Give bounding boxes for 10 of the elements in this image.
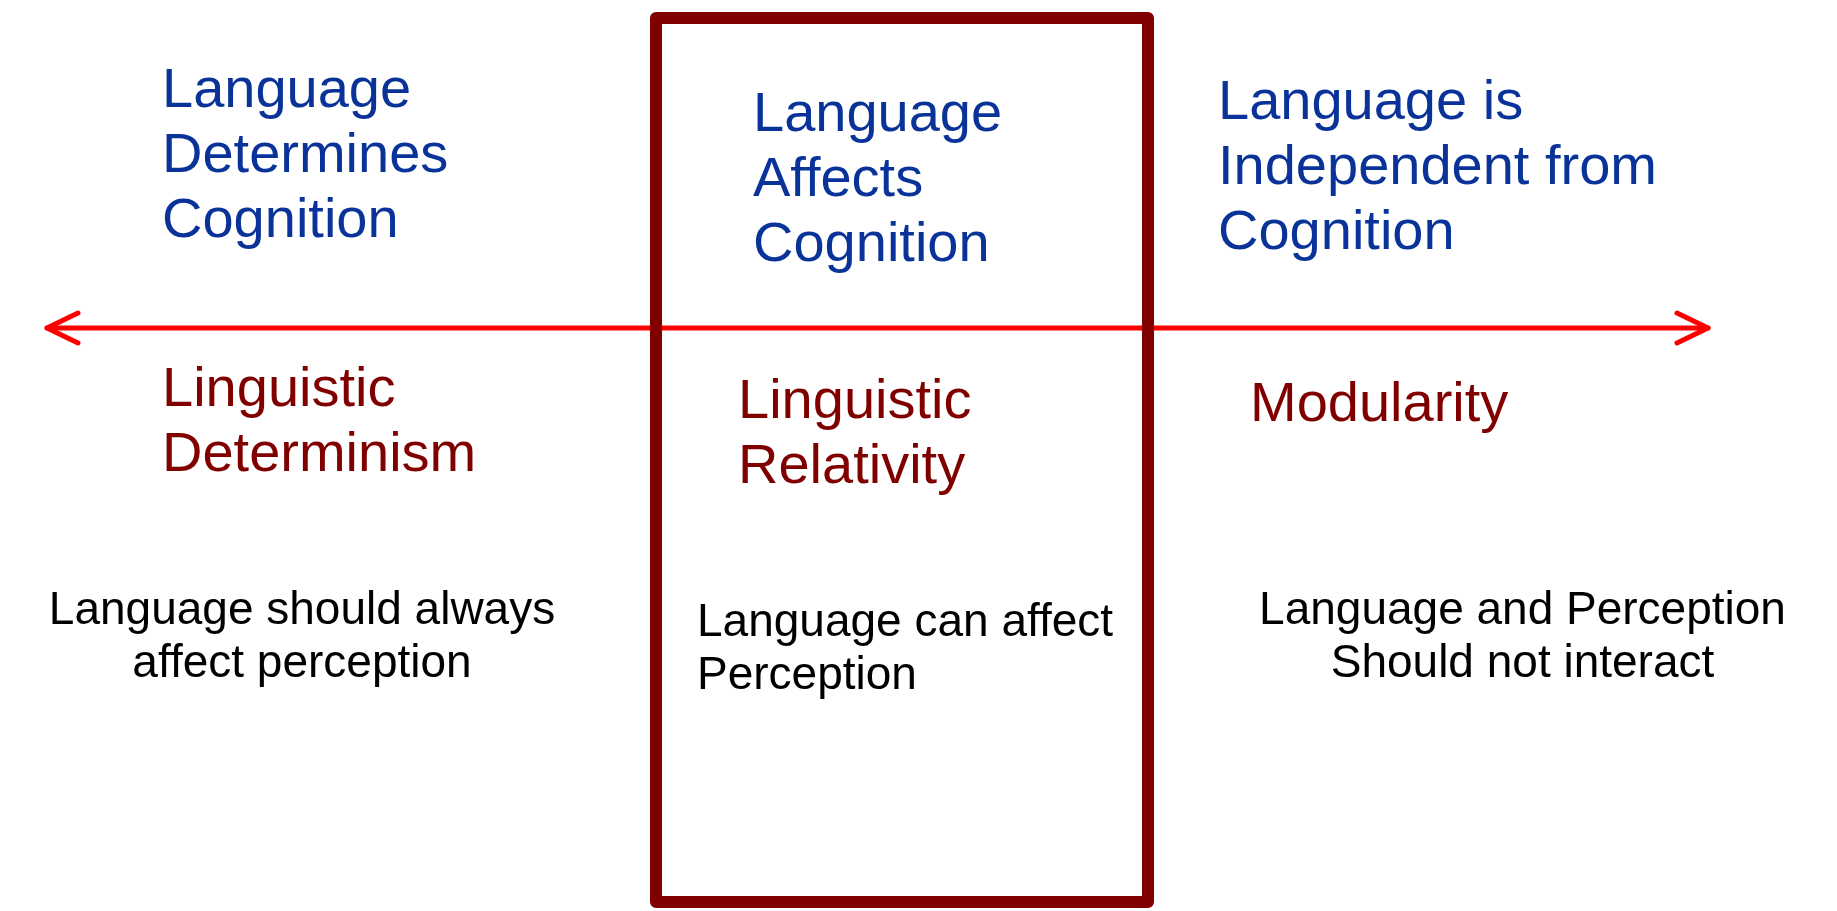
prediction-text: Language can affect Perception bbox=[697, 594, 1115, 701]
theory-name: Modularity bbox=[1250, 370, 1510, 435]
stance-heading: Language Affects Cognition bbox=[753, 80, 1004, 275]
stance-heading: Language is Independent from Cognition bbox=[1218, 68, 1658, 263]
stance-heading: Language Determines Cognition bbox=[162, 56, 450, 251]
theory-name: Linguistic Determinism bbox=[162, 355, 478, 485]
theory-name: Linguistic Relativity bbox=[738, 367, 973, 497]
prediction-text: Language should always affect perception bbox=[47, 582, 557, 689]
prediction-text: Language and Perception Should not interact bbox=[1258, 582, 1787, 689]
highlight-frame bbox=[650, 12, 1154, 908]
